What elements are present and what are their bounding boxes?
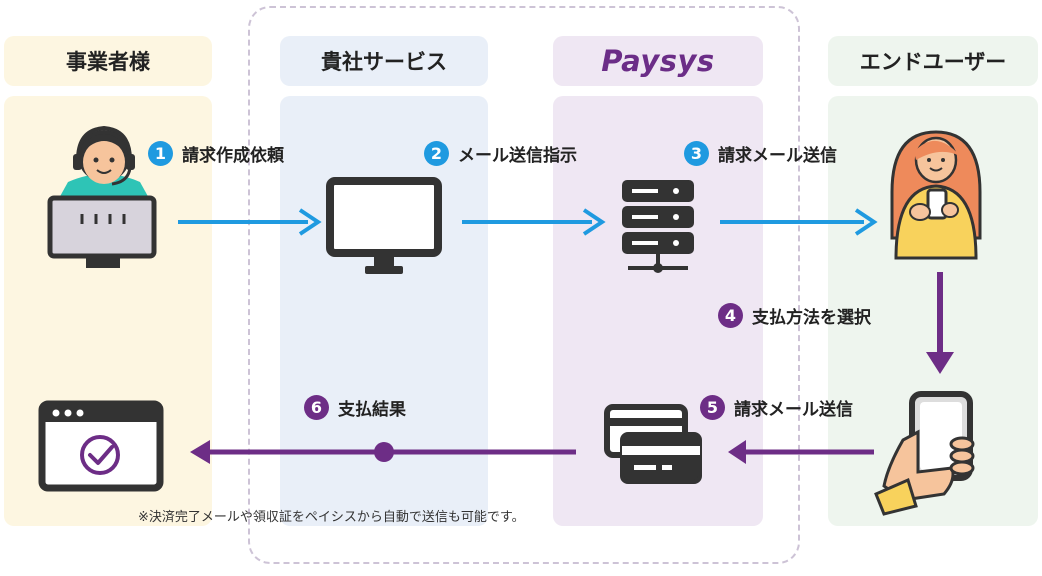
header-service: 貴社サービス [280,36,488,86]
arrow-step2 [462,208,606,236]
arrow-step5 [728,440,874,464]
step-2-label: 2 メール送信指示 [424,141,577,166]
arrow-step6 [190,440,576,464]
footnote: ※決済完了メールや領収証をペイシスから自動で送信も可能です。 [138,510,525,525]
credit-card-icon [604,404,702,484]
operator-icon [47,125,157,268]
step-1-number: 1 [148,141,173,166]
step-5-label: 5 請求メール送信 [700,395,853,420]
step-4-text: 支払方法を選択 [752,308,871,328]
step-4-label: 4 支払方法を選択 [718,303,871,328]
step-5-text: 請求メール送信 [734,400,853,420]
step-3-number: 3 [684,141,709,166]
arrow-step4 [926,272,954,374]
step-6-number: 6 [304,395,329,420]
header-paysys-logo: Paysys [553,36,763,86]
hand-phone-icon [874,391,975,516]
server-icon [622,180,694,273]
header-business: 事業者様 [4,36,212,86]
step-6-label: 6 支払結果 [304,395,406,420]
smartphone-user-icon [890,130,982,260]
step-4-number: 4 [718,303,743,328]
step-2-number: 2 [424,141,449,166]
step-6-text: 支払結果 [338,400,406,420]
header-enduser: エンドユーザー [828,36,1038,86]
browser-check-icon [38,400,164,492]
step-1-text: 請求作成依頼 [182,146,284,166]
step-5-number: 5 [700,395,725,420]
arrow-step3 [720,208,878,236]
step-3-label: 3 請求メール送信 [684,141,837,166]
monitor-icon [326,177,442,274]
step-3-text: 請求メール送信 [718,146,837,166]
arrow-step1 [178,208,322,236]
step-2-text: メール送信指示 [458,146,577,166]
step-1-label: 1 請求作成依頼 [148,141,284,166]
service-boundary [248,6,800,564]
